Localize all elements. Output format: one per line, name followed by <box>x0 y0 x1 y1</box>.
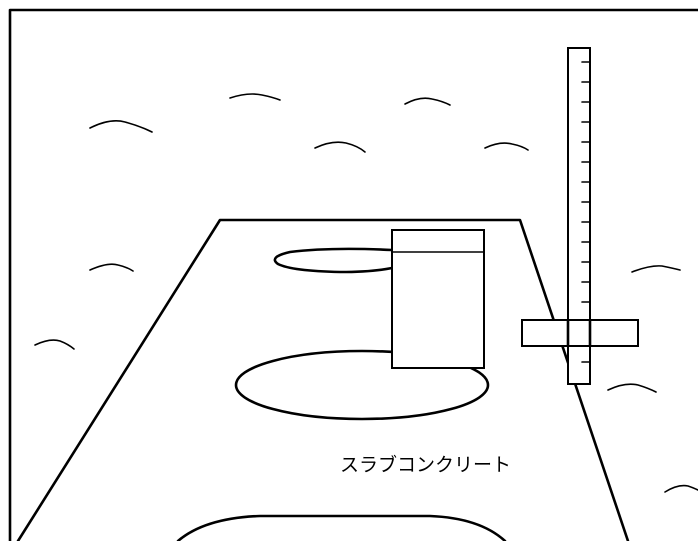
upper-ellipse <box>273 247 394 274</box>
wave-mark <box>34 339 75 350</box>
wave-mark <box>607 383 657 393</box>
wave-mark <box>664 484 698 493</box>
lower-ellipse <box>234 349 490 421</box>
ruler-crossbar <box>521 318 639 348</box>
concrete-slab <box>16 218 630 541</box>
wave-mark <box>404 97 451 106</box>
slab-concrete-label: スラブコンクリート <box>340 454 512 476</box>
wave-mark <box>229 93 281 101</box>
wave-mark <box>314 141 366 153</box>
wave-mark <box>89 263 134 272</box>
bottom-arc <box>176 514 507 541</box>
wave-mark <box>631 265 681 273</box>
measuring-box <box>391 229 485 369</box>
wave-marks <box>34 93 698 493</box>
frame <box>8 8 698 541</box>
wave-mark <box>484 142 529 151</box>
wave-mark <box>89 120 153 133</box>
